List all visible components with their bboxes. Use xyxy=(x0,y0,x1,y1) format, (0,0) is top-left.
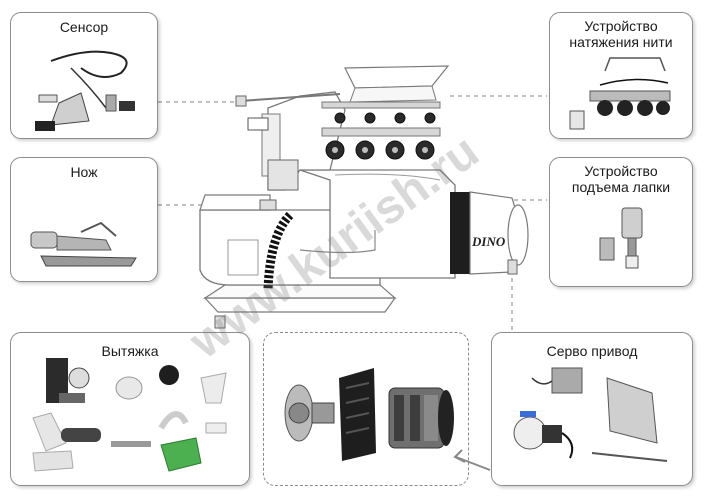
panel-knife-label: Нож xyxy=(70,164,98,180)
servo-drive-icon xyxy=(513,367,668,462)
panel-thread-tension: Устройство натяжения нити xyxy=(549,12,693,139)
panel-foot-lift: Устройство подъема лапки xyxy=(549,157,693,287)
arrow-icon xyxy=(453,449,491,471)
sensor-icon xyxy=(35,50,135,131)
extraction-parts-icon xyxy=(32,358,227,472)
panel-sensor: Сенсор xyxy=(10,12,158,139)
svg-text:www.kuriish.ru: www.kuriish.ru xyxy=(180,125,489,370)
panel-knife: Нож xyxy=(10,157,158,282)
knife-icon xyxy=(30,221,137,267)
machine-brand: DINO xyxy=(471,234,506,249)
panel-thread-tension-label: Устройство натяжения нити xyxy=(569,18,673,50)
thread-tension-icon xyxy=(569,57,671,130)
servo-motor-exploded-icon xyxy=(284,368,454,461)
panel-servo-drive-label: Серво привод xyxy=(546,343,638,359)
panel-foot-lift-label: Устройство подъема лапки xyxy=(571,163,671,195)
panel-extraction: Вытяжка xyxy=(10,332,250,486)
motor-housing xyxy=(450,192,470,274)
foot-lift-icon xyxy=(599,207,643,269)
panel-sensor-label: Сенсор xyxy=(59,19,109,35)
panel-servo-drive: Серво привод xyxy=(491,332,693,486)
servo-motor-exploded-frame xyxy=(263,332,469,486)
panel-extraction-label: Вытяжка xyxy=(101,343,159,359)
